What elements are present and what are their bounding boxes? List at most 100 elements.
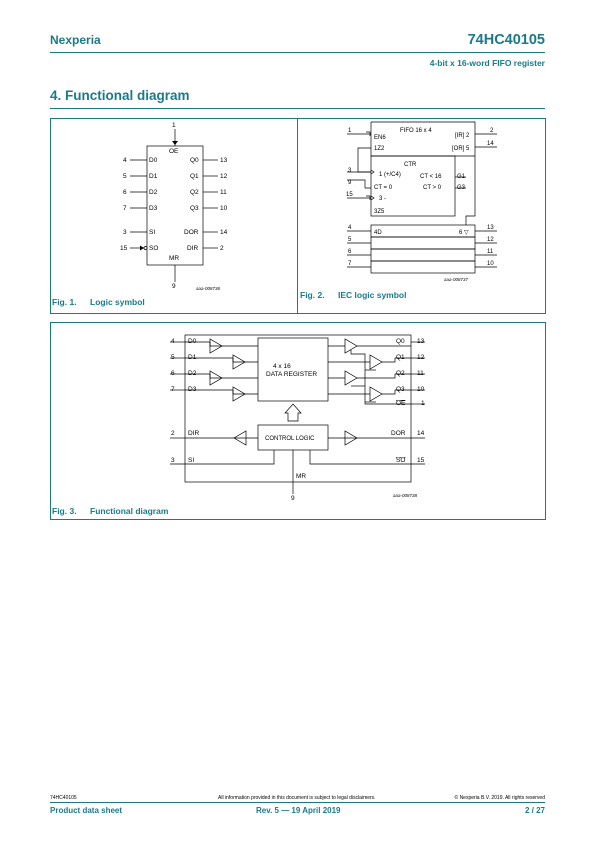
fig3-out-name: Q0 xyxy=(396,338,405,345)
fig2-three: 3 - xyxy=(379,196,386,202)
fig3-out-num: 13 xyxy=(417,338,425,345)
fig1-oe-label: OE xyxy=(169,148,179,155)
fig2-right-num: 12 xyxy=(487,237,494,243)
fig2-right-num: 10 xyxy=(487,261,494,267)
fig1-left-num: 15 xyxy=(120,245,128,252)
fig1-left-name: D2 xyxy=(149,189,158,196)
fig3-out-name: Q3 xyxy=(396,386,405,393)
part-number: 74HC40105 xyxy=(467,32,545,48)
footer-doc-type: Product data sheet xyxy=(50,806,123,815)
fig1-caption: Fig. 1. Logic symbol xyxy=(52,297,145,307)
fig1-right-num: 12 xyxy=(220,173,228,180)
fig2-left-num: 15 xyxy=(346,192,353,198)
fig3-si-num: 3 xyxy=(171,457,175,464)
fig2-ref: aaa-008737 xyxy=(444,277,469,282)
fig1-right-name: Q0 xyxy=(190,157,199,164)
fig1-right-num: 11 xyxy=(220,189,227,196)
fig2-ct16: CT < 16 xyxy=(420,174,442,180)
fig2-or: [OR] 5 xyxy=(452,146,470,152)
fig3-dor-name: DOR xyxy=(391,430,406,437)
fig3-ref: aaa-008738 xyxy=(393,493,418,498)
fig2-z5: 3Z5 xyxy=(374,209,385,215)
footer-disclaimer: All information provided in this documen… xyxy=(218,795,376,801)
fig3-out-num: 11 xyxy=(417,370,424,377)
fig1-pin-bottom: 9 xyxy=(172,283,176,290)
fig2-left-num: 1 xyxy=(348,128,352,134)
fig2-left-num: 7 xyxy=(348,261,352,267)
fig2-ct0: CT = 0 xyxy=(374,185,393,191)
fig1-right-name: DIR xyxy=(187,245,199,252)
fig3-out-name: Q2 xyxy=(396,370,405,377)
fig2-left-num: 5 xyxy=(348,237,352,243)
fig3-caption: Fig. 3. Functional diagram xyxy=(52,506,168,516)
fig1-right-name: DOR xyxy=(184,229,199,236)
fig2-right-num: 13 xyxy=(487,225,494,231)
fig3-caption-label: Fig. 3. xyxy=(52,506,77,516)
fig1-pin-top: 1 xyxy=(172,122,176,129)
fig3-dir-num: 2 xyxy=(171,430,175,437)
fig2-caption-label: Fig. 2. xyxy=(300,290,325,300)
fig3-register-line2: DATA REGISTER xyxy=(266,371,317,378)
fig2-right-num: 11 xyxy=(487,249,494,255)
fig2-right-num: 14 xyxy=(487,141,494,147)
fig2-left-num: 9 xyxy=(348,180,352,186)
fig1-right-name: Q1 xyxy=(190,173,199,180)
fig3-in-num: 6 xyxy=(171,370,175,377)
fig3-caption-text: Functional diagram xyxy=(90,506,169,516)
fig2-en: EN6 xyxy=(374,135,386,141)
fig2-title: FIFO 16 x 4 xyxy=(400,128,432,134)
footer-revision: Rev. 5 — 19 April 2019 xyxy=(256,806,341,815)
fig1-left-name: D0 xyxy=(149,157,158,164)
fig3-in-name: D0 xyxy=(188,338,197,345)
fig2-caption: Fig. 2. IEC logic symbol xyxy=(300,290,407,300)
fig3-out-num: 1 xyxy=(421,400,425,407)
footer-rule xyxy=(50,802,545,803)
fig3-in-num: 4 xyxy=(171,338,175,345)
fig3-mr-num: 9 xyxy=(291,495,295,502)
fig3-in-num: 7 xyxy=(171,386,175,393)
fig2-ir: [IR] 2 xyxy=(455,133,470,139)
fig1-caption-label: Fig. 1. xyxy=(52,297,77,307)
figure-2-frame xyxy=(297,118,546,314)
fig3-out-num: 10 xyxy=(417,386,425,393)
fig1-right-num: 2 xyxy=(220,245,224,252)
fig1-mr-label: MR xyxy=(169,255,179,262)
fig2-left-num: 4 xyxy=(348,225,352,231)
fig2-caption-text: IEC logic symbol xyxy=(338,290,407,300)
fig3-in-name: D1 xyxy=(188,354,197,361)
fig1-right-num: 10 xyxy=(220,205,228,212)
fig2-z: 1Z2 xyxy=(374,146,385,152)
fig3-mr-name: MR xyxy=(296,473,306,480)
section-title: 4. Functional diagram xyxy=(50,88,190,103)
fig2-right-num: 2 xyxy=(490,128,494,134)
header-rule xyxy=(50,52,545,53)
fig1-right-name: Q2 xyxy=(190,189,199,196)
fig3-dor-num: 14 xyxy=(417,430,425,437)
fig1-left-num: 4 xyxy=(123,157,127,164)
fig2-left-num: 3 xyxy=(348,168,352,174)
fig3-register-line1: 4 x 16 xyxy=(273,363,291,370)
document-subtitle: 4-bit x 16-word FIFO register xyxy=(429,58,545,68)
fig3-out-name: OE xyxy=(396,400,406,407)
fig3-out-num: 12 xyxy=(417,354,425,361)
fig2-ctr: CTR xyxy=(404,162,417,168)
fig3-out-name: Q1 xyxy=(396,354,405,361)
fig1-ref: aaa-008736 xyxy=(196,286,221,291)
fig1-left-num: 7 xyxy=(123,205,127,212)
fig1-left-num: 6 xyxy=(123,189,127,196)
fig2-c4: 1 (+/C4) xyxy=(379,172,401,178)
fig3-control-label: CONTROL LOGIC xyxy=(265,436,315,442)
fig3-so-num: 15 xyxy=(417,457,425,464)
fig3-so-name: SO xyxy=(396,457,405,464)
fig1-left-name: D1 xyxy=(149,173,158,180)
fig1-caption-text: Logic symbol xyxy=(90,297,145,307)
fig2-g1: G1 xyxy=(457,174,466,180)
footer-copyright: © Nexperia B.V. 2019. All rights reserve… xyxy=(454,795,546,801)
fig2-left-num: 6 xyxy=(348,249,352,255)
fig2-tri: 6 ▽ xyxy=(459,230,469,236)
fig2-ctgt: CT > 0 xyxy=(423,185,442,191)
figure-3-frame xyxy=(50,322,546,520)
fig1-left-name: SO xyxy=(149,245,158,252)
